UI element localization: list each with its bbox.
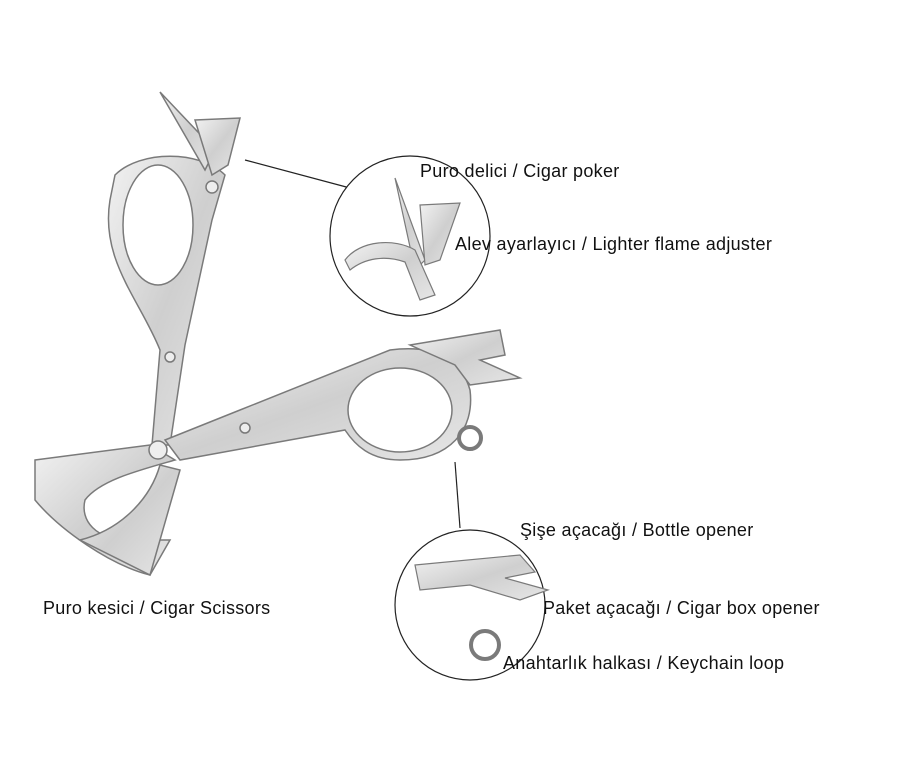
- label-cigar-scissors: Puro kesici / Cigar Scissors: [43, 598, 271, 618]
- detail-circle-bottom: [394, 529, 550, 681]
- label-bottle-opener: Şişe açacağı / Bottle opener: [520, 520, 754, 540]
- upper-handle: [107, 91, 241, 446]
- label-box-opener: Paket açacağı / Cigar box opener: [543, 598, 820, 618]
- label-cigar-poker: Puro delici / Cigar poker: [420, 161, 620, 181]
- lower-handle: [163, 329, 523, 461]
- label-keychain-loop: Anahtarlık halkası / Keychain loop: [503, 653, 785, 673]
- leader-lines: [244, 159, 461, 529]
- label-flame-adjuster: Alev ayarlayıcı / Lighter flame adjuster: [455, 234, 773, 254]
- detail-circle-top: [329, 155, 491, 317]
- cutter-blades: [34, 180, 251, 577]
